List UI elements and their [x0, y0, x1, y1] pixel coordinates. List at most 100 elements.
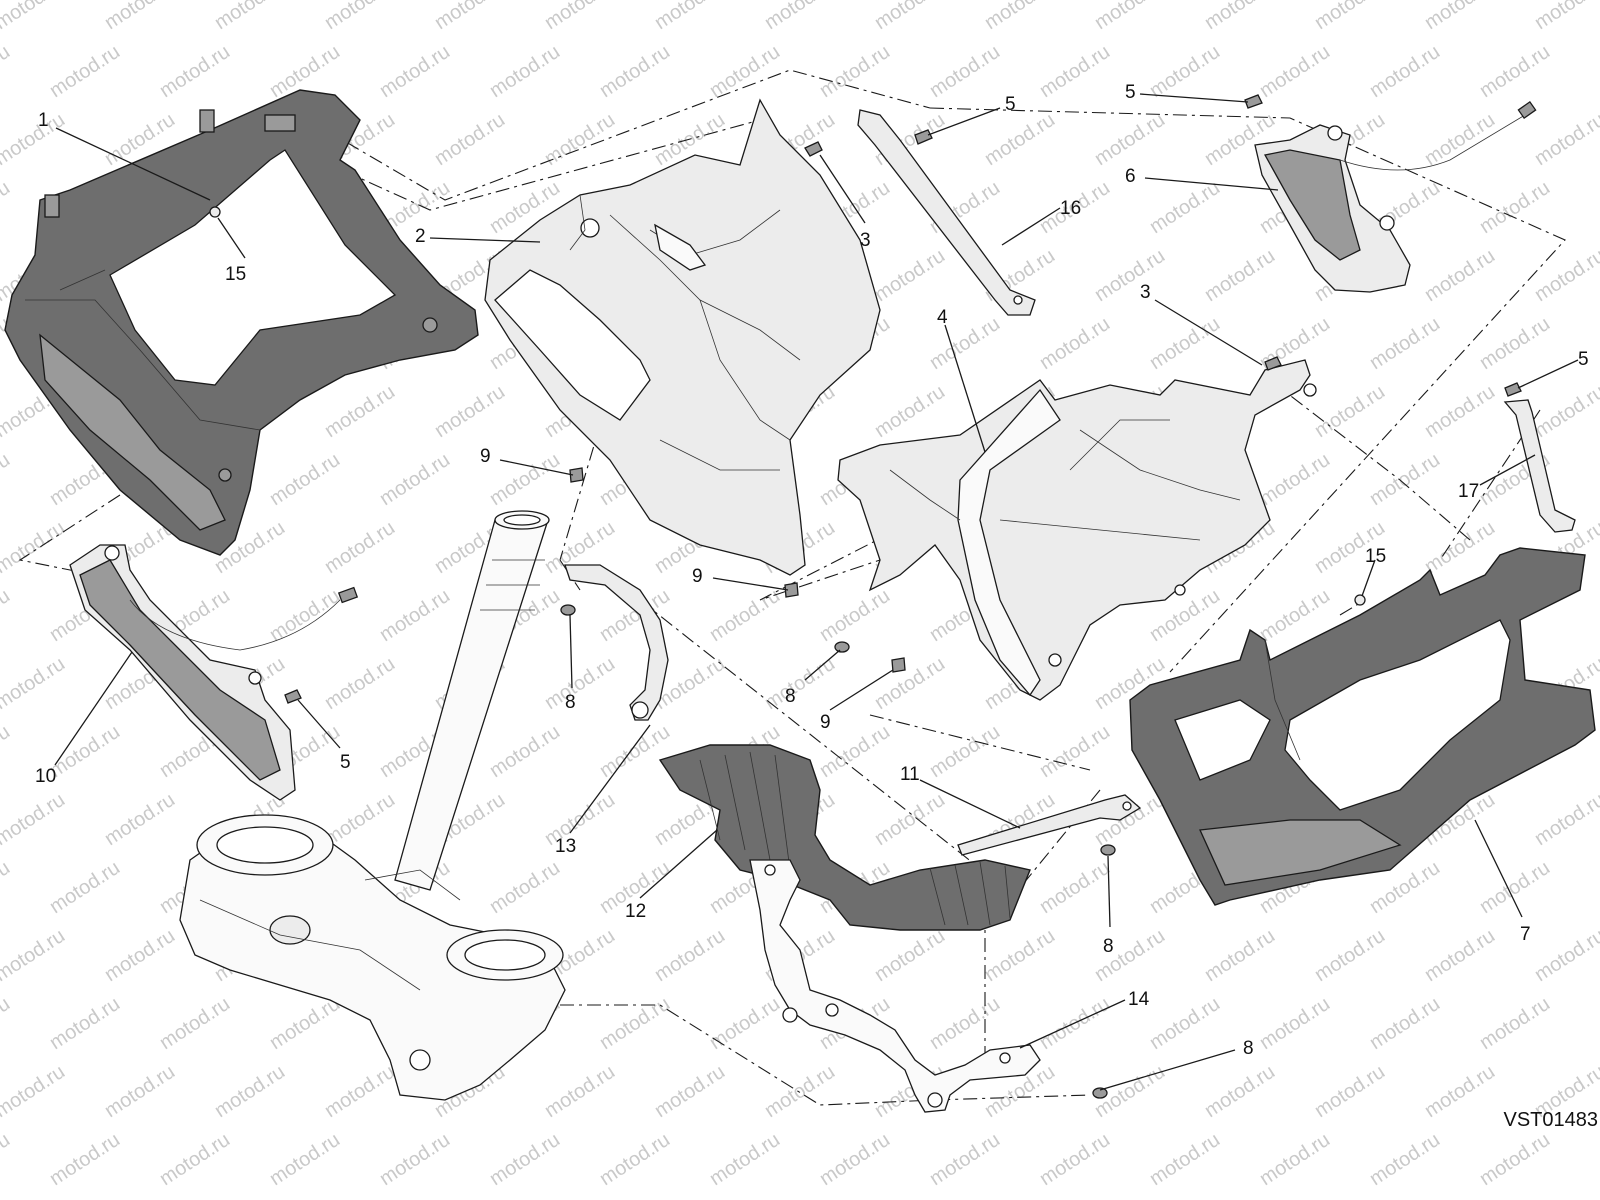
part-16-long-bracket	[857, 109, 1036, 316]
watermark-text: motod.ru	[706, 1129, 784, 1190]
watermark-text: motod.ru	[1531, 381, 1600, 442]
watermark-text: motod.ru	[0, 857, 14, 918]
part-11-rod	[957, 794, 1142, 856]
part-10-left-lamp	[69, 544, 359, 801]
watermark-text: motod.ru	[1091, 0, 1169, 34]
watermark-text: motod.ru	[376, 585, 454, 646]
watermark-text: motod.ru	[1421, 109, 1499, 170]
watermark-text: motod.ru	[596, 993, 674, 1054]
watermark-text: motod.ru	[1476, 1129, 1554, 1190]
lower-triple-clamp	[179, 814, 566, 1101]
watermark-text: motod.ru	[1146, 1129, 1224, 1190]
watermark-text: motod.ru	[321, 653, 399, 714]
watermark-text: motod.ru	[541, 653, 619, 714]
watermark-text: motod.ru	[1421, 245, 1499, 306]
watermark-text: motod.ru	[1036, 41, 1114, 102]
watermark-text: motod.ru	[0, 585, 14, 646]
watermark-text: motod.ru	[0, 789, 69, 850]
callout-10: 10	[35, 766, 56, 787]
watermark-text: motod.ru	[1036, 1129, 1114, 1190]
watermark-text: motod.ru	[816, 585, 894, 646]
watermark-text: motod.ru	[0, 653, 69, 714]
watermark-text: motod.ru	[1146, 313, 1224, 374]
watermark-text: motod.ru	[101, 1061, 179, 1122]
watermark-text: motod.ru	[101, 925, 179, 986]
watermark-text: motod.ru	[1476, 313, 1554, 374]
watermark-text: motod.ru	[1476, 993, 1554, 1054]
watermark-text: motod.ru	[1311, 925, 1389, 986]
watermark-text: motod.ru	[1311, 381, 1389, 442]
callout-17: 17	[1458, 481, 1479, 502]
callout-5: 5	[1125, 82, 1136, 103]
watermark-text: motod.ru	[486, 721, 564, 782]
part-4-inner-panel-right	[837, 359, 1317, 701]
callout-8: 8	[565, 692, 576, 713]
watermark-text: motod.ru	[0, 1129, 14, 1190]
watermark-text: motod.ru	[1421, 381, 1499, 442]
watermark-text: motod.ru	[871, 0, 949, 34]
callout-13: 13	[555, 836, 576, 857]
callout-3: 3	[860, 230, 871, 251]
watermark-text: motod.ru	[596, 721, 674, 782]
watermark-text: motod.ru	[46, 41, 124, 102]
watermark-text: motod.ru	[541, 1061, 619, 1122]
watermark-text: motod.ru	[761, 0, 839, 34]
watermark-text: motod.ru	[981, 109, 1059, 170]
watermark-text: motod.ru	[1366, 1129, 1444, 1190]
watermark-text: motod.ru	[1146, 177, 1224, 238]
watermark-text: motod.ru	[0, 925, 69, 986]
watermark-text: motod.ru	[541, 109, 619, 170]
callout-2: 2	[415, 226, 426, 247]
watermark-text: motod.ru	[46, 1129, 124, 1190]
callout-labels: 1 2 3 3 4 5 5 5 5 6 7 8 8 8 8 9 9 9 10 1…	[35, 82, 1589, 1059]
watermark-text: motod.ru	[0, 993, 14, 1054]
watermark-text: motod.ru	[816, 1129, 894, 1190]
callout-5: 5	[340, 752, 351, 773]
watermark-text: motod.ru	[1421, 517, 1499, 578]
fasteners	[209, 94, 1522, 1099]
watermark-text: motod.ru	[1256, 41, 1334, 102]
watermark-text: motod.ru	[1476, 41, 1554, 102]
watermark-text: motod.ru	[156, 41, 234, 102]
watermark-text: motod.ru	[266, 1129, 344, 1190]
watermark-text: motod.ru	[871, 789, 949, 850]
part-17-rod-bracket	[1503, 399, 1576, 533]
watermark-text: motod.ru	[321, 517, 399, 578]
callout-9: 9	[692, 566, 703, 587]
watermark-text: motod.ru	[321, 1061, 399, 1122]
part-13-curved-bracket	[564, 564, 669, 721]
watermark-text: motod.ru	[1091, 109, 1169, 170]
watermark-text: motod.ru	[981, 925, 1059, 986]
watermark-text: motod.ru	[376, 1129, 454, 1190]
watermark-text: motod.ru	[1366, 313, 1444, 374]
watermark-text: motod.ru	[1091, 245, 1169, 306]
watermark-text: motod.ru	[266, 993, 344, 1054]
watermark-text: motod.ru	[1201, 245, 1279, 306]
callout-5: 5	[1005, 94, 1016, 115]
watermark-text: motod.ru	[0, 0, 69, 34]
watermark-text: motod.ru	[871, 653, 949, 714]
steering-stem	[394, 510, 550, 891]
watermark-text: motod.ru	[321, 0, 399, 34]
watermark-text: motod.ru	[431, 381, 509, 442]
watermark-text: motod.ru	[486, 41, 564, 102]
watermark-text: motod.ru	[156, 993, 234, 1054]
callout-6: 6	[1125, 166, 1136, 187]
watermark-text: motod.ru	[486, 449, 564, 510]
watermark-text: motod.ru	[816, 41, 894, 102]
callout-11: 11	[900, 764, 920, 785]
callout-14: 14	[1128, 989, 1150, 1010]
watermark-text: motod.ru	[46, 721, 124, 782]
callout-15: 15	[1365, 546, 1386, 567]
watermark-text: motod.ru	[871, 245, 949, 306]
part-6-right-lamp	[1254, 100, 1537, 293]
callout-3: 3	[1140, 282, 1151, 303]
callout-4: 4	[937, 307, 948, 328]
watermark-text: motod.ru	[926, 41, 1004, 102]
watermark-text: motod.ru	[926, 721, 1004, 782]
drawing-code: VST01483	[1503, 1109, 1598, 1131]
watermark-text: motod.ru	[651, 1061, 729, 1122]
watermark-text: motod.ru	[1201, 1061, 1279, 1122]
watermark-text: motod.ru	[1531, 0, 1600, 34]
